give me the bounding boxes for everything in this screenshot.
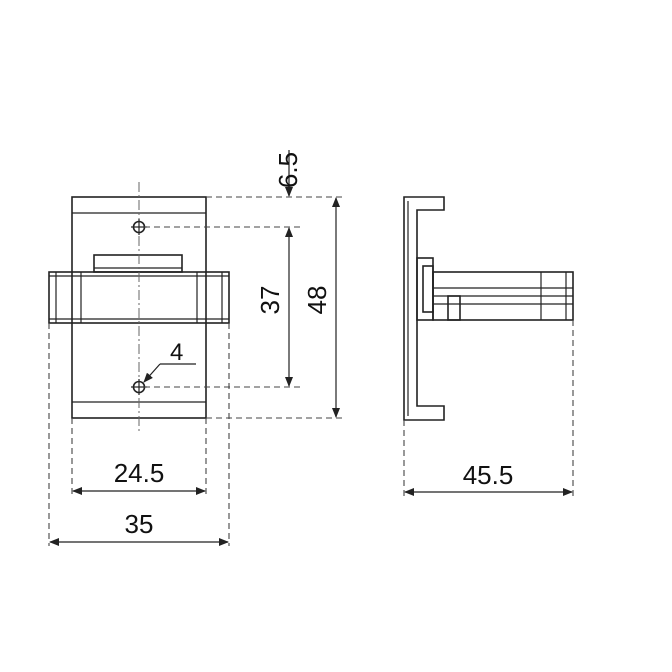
bolt-slot [447, 295, 461, 321]
horizontal-extension-lines-front [48, 323, 230, 546]
dim-depth: 45.5 [404, 460, 573, 496]
dim-outer-width-label: 35 [125, 509, 154, 539]
side-view [403, 196, 574, 421]
dim-hole-diameter: 4 [143, 339, 196, 383]
dim-hole-leader-arrow [143, 363, 161, 383]
dim-hole-diameter-label: 4 [170, 339, 183, 366]
side-extension-lines [403, 320, 574, 498]
dim-top-offset-label: 6.5 [273, 152, 303, 188]
dim-depth-label: 45.5 [463, 460, 514, 490]
dim-overall-height-label: 48 [302, 286, 332, 315]
bracket-profile [403, 196, 445, 421]
dim-top-offset: 6.5 [273, 150, 303, 197]
dim-outer-width: 35 [49, 509, 229, 546]
dim-overall-height: 48 [302, 197, 340, 418]
latch-tongue [93, 254, 183, 273]
dim-hole-spacing-label: 37 [255, 286, 285, 315]
bolt-head-block [416, 257, 434, 321]
dim-inner-width: 24.5 [72, 458, 206, 495]
front-view [48, 182, 230, 432]
bolt-head-inner [422, 265, 434, 313]
dim-inner-width-label: 24.5 [114, 458, 165, 488]
dim-hole-spacing: 37 [255, 227, 293, 387]
